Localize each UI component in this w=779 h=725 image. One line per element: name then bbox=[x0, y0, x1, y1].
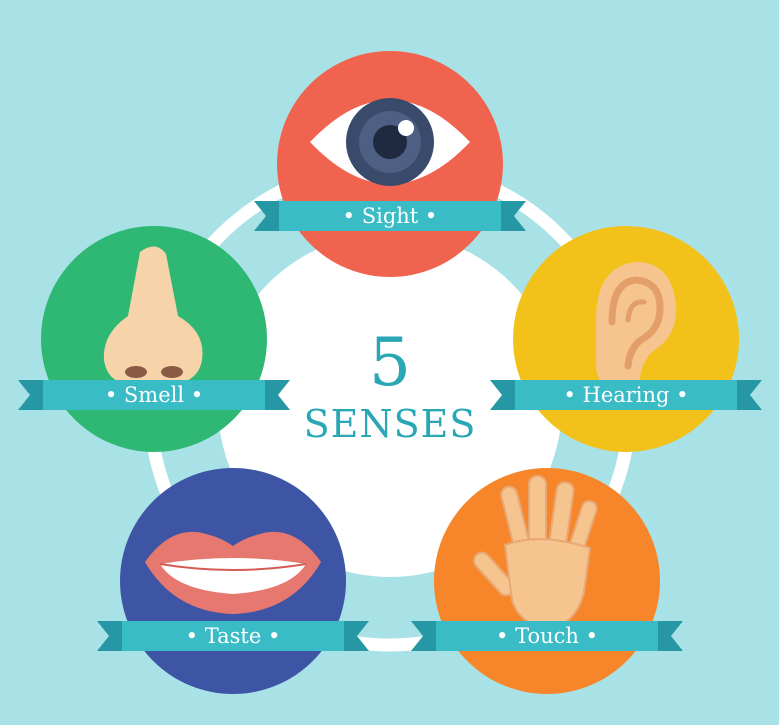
sight-ribbon bbox=[254, 201, 526, 231]
sense-node-hearing bbox=[490, 226, 762, 452]
ear-icon bbox=[596, 262, 677, 395]
hearing-ribbon bbox=[490, 380, 762, 410]
lips-icon bbox=[145, 531, 321, 614]
sense-node-taste bbox=[97, 468, 369, 694]
nose-icon bbox=[103, 246, 203, 388]
hand-icon bbox=[472, 475, 598, 630]
smell-label-text: Smell bbox=[123, 383, 185, 407]
sight-label-text: Sight bbox=[361, 204, 419, 228]
taste-ribbon bbox=[97, 621, 369, 651]
center-number: 5 bbox=[369, 324, 411, 401]
hearing-label-text: Hearing bbox=[582, 383, 670, 407]
smell-ribbon bbox=[18, 380, 290, 410]
label-touch: • Touch • bbox=[496, 624, 598, 648]
eye-icon bbox=[310, 98, 470, 186]
label-hearing: • Hearing • bbox=[563, 383, 689, 407]
sense-node-smell bbox=[18, 226, 290, 452]
center-title: SENSES bbox=[303, 402, 477, 446]
touch-ribbon bbox=[411, 621, 683, 651]
label-sight: • Sight • bbox=[342, 204, 438, 228]
sense-node-touch bbox=[411, 468, 683, 694]
label-smell: • Smell • bbox=[104, 383, 204, 407]
taste-label-text: Taste bbox=[204, 624, 262, 648]
label-taste: • Taste • bbox=[185, 624, 281, 648]
touch-label-text: Touch bbox=[515, 624, 579, 648]
sense-node-sight bbox=[254, 51, 526, 277]
center-disc bbox=[218, 233, 562, 577]
